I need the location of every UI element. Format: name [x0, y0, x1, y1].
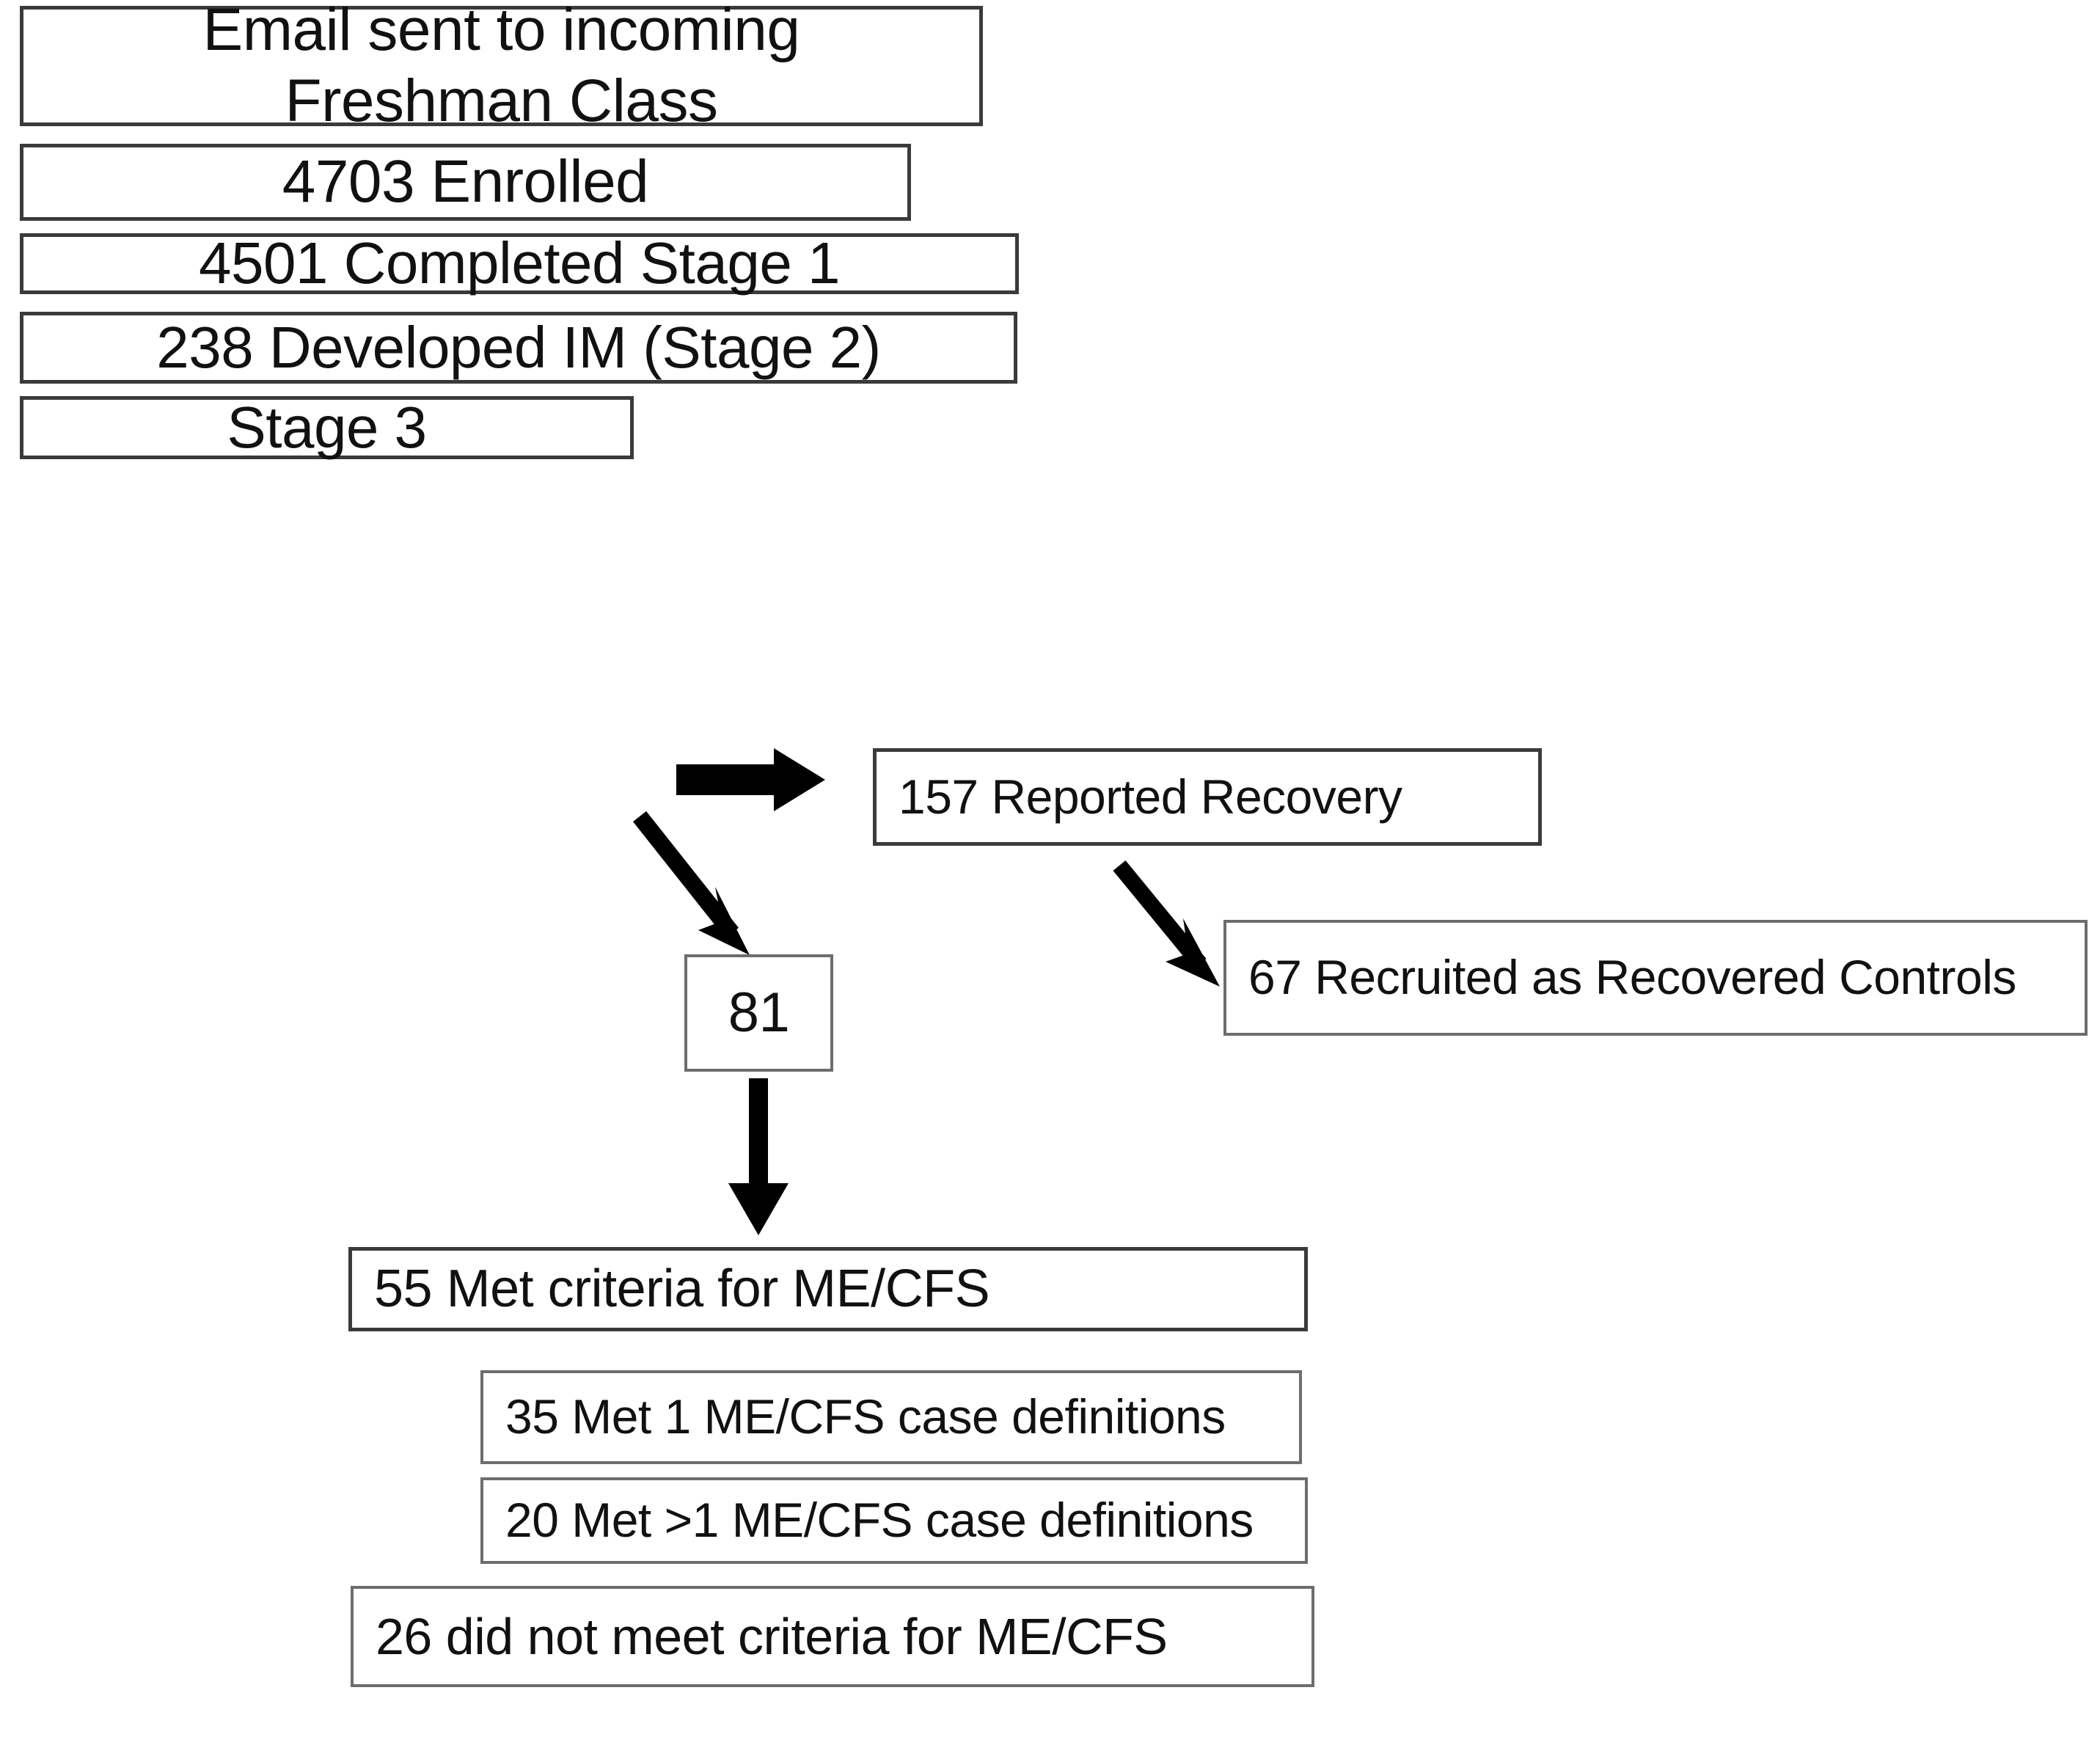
node-recovered-controls-label: 67 Recruited as Recovered Controls — [1248, 950, 2016, 1005]
node-stage-3-label: Stage 3 — [227, 394, 427, 460]
node-completed-stage-1-label: 4501 Completed Stage 1 — [198, 230, 841, 296]
node-met-1-definition[interactable]: 35 Met 1 ME/CFS case definitions — [480, 1370, 1302, 1464]
node-enrolled[interactable]: 4703 Enrolled — [20, 144, 911, 221]
node-developed-im-label: 238 Developed IM (Stage 2) — [156, 314, 881, 380]
node-recovered-controls[interactable]: 67 Recruited as Recovered Controls — [1223, 920, 2088, 1036]
node-count-81[interactable]: 81 — [684, 954, 833, 1072]
node-met-criteria[interactable]: 55 Met criteria for ME/CFS — [348, 1247, 1308, 1331]
node-met-criteria-label: 55 Met criteria for ME/CFS — [374, 1259, 990, 1319]
node-email-sent[interactable]: Email sent to incoming Freshman Class — [20, 0, 983, 134]
node-did-not-meet-criteria[interactable]: 26 did not meet criteria for ME/CFS — [351, 1586, 1314, 1687]
arrow-stage3-to-reported-recovery — [676, 748, 825, 811]
node-enrolled-label: 4703 Enrolled — [282, 148, 649, 216]
node-email-sent-label: Email sent to incoming Freshman Class — [202, 0, 800, 134]
node-reported-recovery[interactable]: 157 Reported Recovery — [873, 748, 1542, 846]
arrow-reported-recovery-to-recovered-controls — [1113, 860, 1220, 987]
arrow-stage3-to-81 — [632, 811, 750, 955]
node-count-81-label: 81 — [728, 981, 790, 1045]
node-reported-recovery-label: 157 Reported Recovery — [899, 769, 1402, 824]
arrow-81-to-met-criteria — [728, 1078, 789, 1235]
node-met-1-definition-label: 35 Met 1 ME/CFS case definitions — [505, 1389, 1226, 1444]
node-met-more-than-1-definition-label: 20 Met >1 ME/CFS case definitions — [505, 1493, 1254, 1548]
node-completed-stage-1[interactable]: 4501 Completed Stage 1 — [20, 230, 1019, 296]
node-did-not-meet-criteria-label: 26 did not meet criteria for ME/CFS — [376, 1607, 1168, 1665]
node-developed-im[interactable]: 238 Developed IM (Stage 2) — [20, 312, 1017, 384]
node-stage-3[interactable]: Stage 3 — [20, 394, 634, 460]
node-met-more-than-1-definition[interactable]: 20 Met >1 ME/CFS case definitions — [480, 1477, 1308, 1564]
